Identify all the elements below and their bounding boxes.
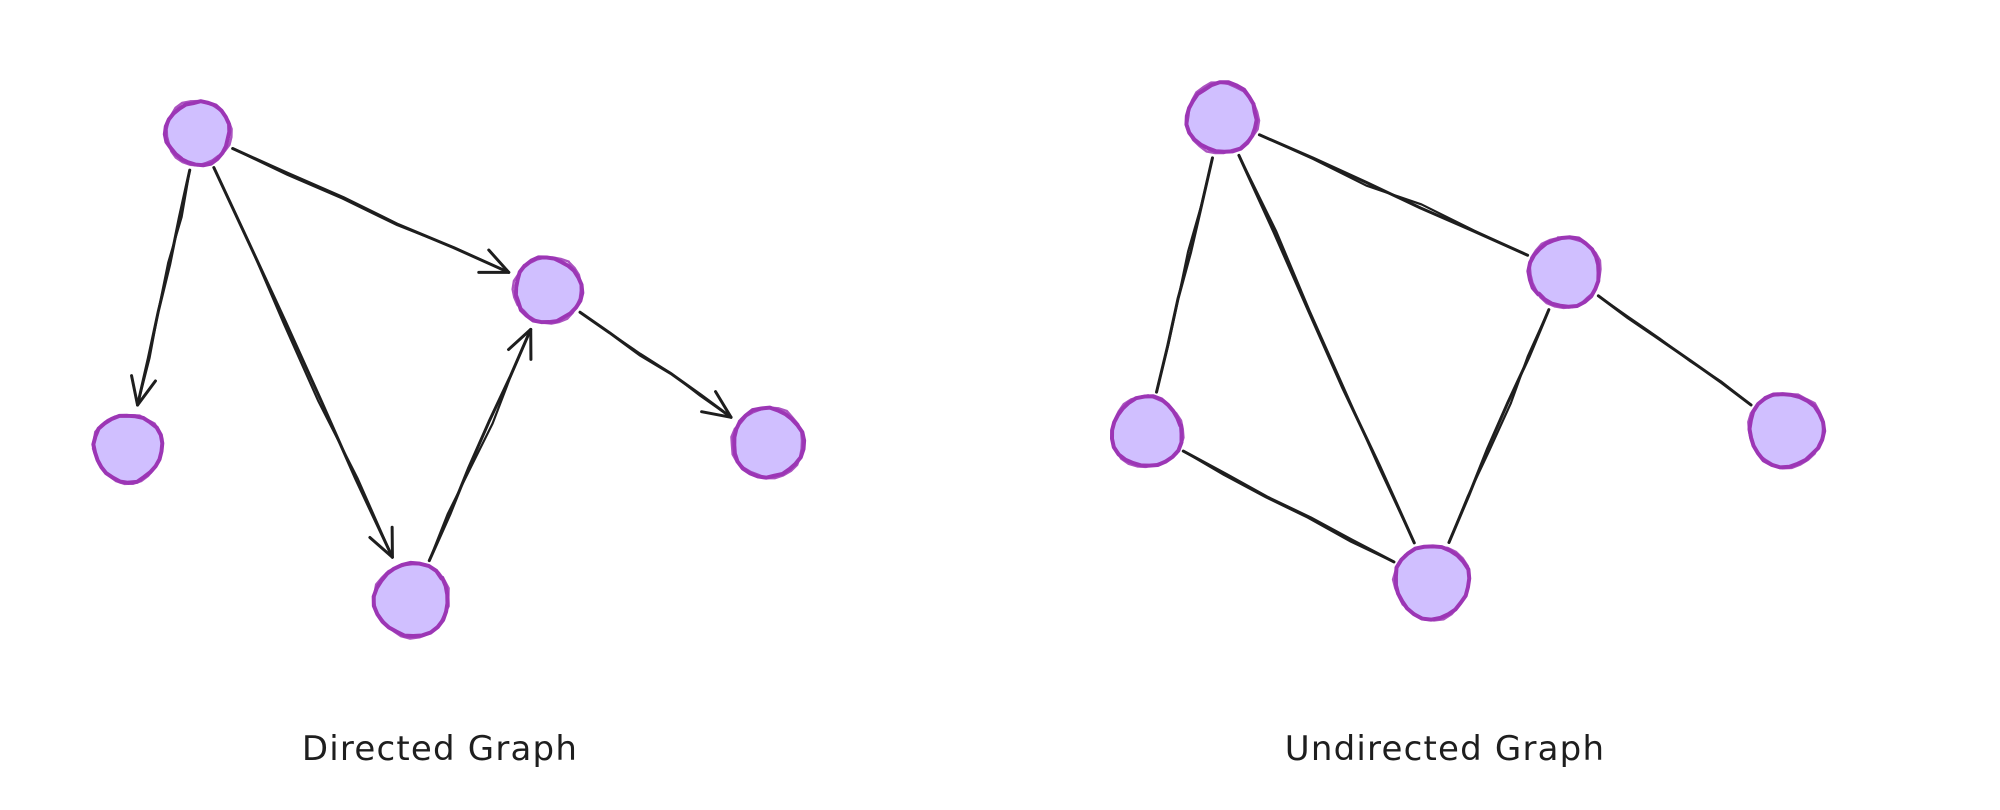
directed-edge[interactable] [212, 166, 394, 559]
arrow-head-icon [368, 525, 394, 559]
arrow-head-icon [477, 248, 511, 274]
edge-stroke [1182, 450, 1396, 564]
node-circle-overstroke [1528, 236, 1602, 310]
graph-node[interactable] [1391, 544, 1472, 622]
edge-stroke [1447, 308, 1550, 544]
graph-node[interactable] [371, 560, 450, 640]
arrow-head-icon [507, 327, 533, 361]
node-circle [1747, 392, 1827, 470]
panel-caption-undirected: Undirected Graph [1285, 729, 1605, 769]
graph-node[interactable] [1109, 394, 1185, 469]
directed-edge[interactable] [578, 310, 733, 419]
node-circle-overstroke [1110, 394, 1185, 469]
edge-stroke [136, 169, 191, 407]
edge-group-undirected [1155, 133, 1753, 564]
graph-node[interactable] [91, 413, 165, 486]
node-circle-overstroke [1185, 81, 1261, 155]
directed-edge[interactable] [130, 168, 192, 407]
node-circle-overstroke [1747, 393, 1825, 470]
node-circle-overstroke [511, 256, 582, 325]
directed-edge[interactable] [231, 147, 511, 274]
edge-stroke [1155, 156, 1214, 394]
edge-stroke [212, 166, 394, 559]
node-circle-overstroke [91, 413, 164, 486]
edge-stroke [1597, 294, 1753, 407]
undirected-edge[interactable] [1155, 156, 1214, 394]
edge-stroke [1237, 154, 1416, 544]
graph-node[interactable] [1184, 80, 1261, 155]
undirected-edge[interactable] [1237, 153, 1416, 545]
node-group-undirected [1109, 80, 1827, 622]
node-circle [513, 255, 585, 325]
node-group-directed [91, 99, 807, 640]
undirected-edge[interactable] [1447, 308, 1551, 544]
graph-node[interactable] [730, 405, 807, 480]
undirected-edge[interactable] [1596, 294, 1753, 407]
directed-edge[interactable] [427, 327, 533, 563]
edge-stroke [231, 147, 510, 274]
edge-stroke [578, 311, 733, 419]
edge-stroke [1258, 133, 1529, 257]
node-circle-overstroke [373, 562, 450, 640]
edges-layer [130, 133, 1753, 564]
edge-group-directed [130, 147, 733, 563]
graph-node[interactable] [162, 99, 233, 168]
node-circle-overstroke [1391, 544, 1471, 622]
node-circle-overstroke [730, 406, 804, 480]
edge-stroke [1181, 449, 1396, 564]
node-circle-overstroke [165, 99, 233, 167]
arrow-head-icon [700, 390, 733, 419]
arrow-head-icon [130, 374, 157, 407]
graph-node[interactable] [1747, 392, 1827, 470]
panel-caption-directed: Directed Graph [302, 729, 578, 769]
undirected-edge[interactable] [1257, 133, 1530, 257]
graph-node[interactable] [1526, 235, 1602, 310]
undirected-edge[interactable] [1181, 449, 1396, 564]
captions-layer: Directed Graph Undirected Graph [302, 729, 1605, 769]
nodes-layer [91, 80, 1827, 640]
edge-stroke [428, 328, 532, 562]
graph-node[interactable] [511, 255, 585, 325]
